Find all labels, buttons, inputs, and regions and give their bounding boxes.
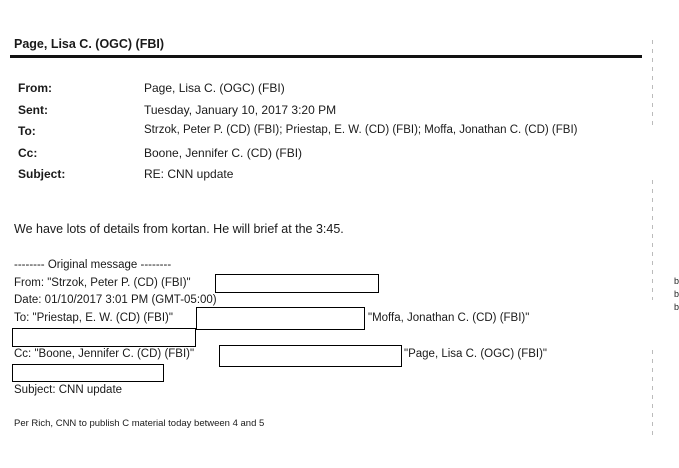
document-title: Page, Lisa C. (OGC) (FBI) xyxy=(14,37,165,51)
subject-label: Subject: xyxy=(18,167,66,181)
from-value: Page, Lisa C. (OGC) (FBI) xyxy=(144,81,285,95)
original-from: From: "Strzok, Peter P. (CD) (FBI)" xyxy=(14,277,191,289)
original-body: Per Rich, CNN to publish C material toda… xyxy=(14,418,265,429)
original-to-start: To: "Priestap, E. W. (CD) (FBI)" xyxy=(14,312,173,324)
message-body: We have lots of details from kortan. He … xyxy=(14,222,344,236)
original-subject: Subject: CNN update xyxy=(14,384,123,396)
margin-dashes xyxy=(652,180,653,300)
redaction-box xyxy=(196,307,365,330)
title-rule xyxy=(10,55,642,58)
original-cc-end: "Page, Lisa C. (OGC) (FBI)" xyxy=(404,348,547,360)
original-to-end: "Moffa, Jonathan C. (CD) (FBI)" xyxy=(368,312,530,324)
redaction-box xyxy=(215,274,379,293)
margin-mark: b xyxy=(674,289,679,299)
sent-label: Sent: xyxy=(18,103,48,117)
to-label: To: xyxy=(18,124,36,138)
margin-mark: b xyxy=(674,276,679,286)
original-separator: -------- Original message -------- xyxy=(14,259,172,271)
to-value: Strzok, Peter P. (CD) (FBI); Priestap, E… xyxy=(144,124,578,136)
redaction-box xyxy=(12,364,164,382)
redaction-box xyxy=(12,328,196,347)
margin-dashes xyxy=(652,350,653,440)
from-label: From: xyxy=(18,81,52,95)
cc-value: Boone, Jennifer C. (CD) (FBI) xyxy=(144,146,303,160)
original-cc-start: Cc: "Boone, Jennifer C. (CD) (FBI)" xyxy=(14,348,195,360)
subject-value: RE: CNN update xyxy=(144,167,234,181)
original-date: Date: 01/10/2017 3:01 PM (GMT-05:00) xyxy=(14,294,217,306)
sent-value: Tuesday, January 10, 2017 3:20 PM xyxy=(144,103,337,117)
margin-mark: b xyxy=(674,302,679,312)
margin-dashes xyxy=(652,40,653,130)
cc-label: Cc: xyxy=(18,146,38,160)
redaction-box xyxy=(219,345,402,367)
